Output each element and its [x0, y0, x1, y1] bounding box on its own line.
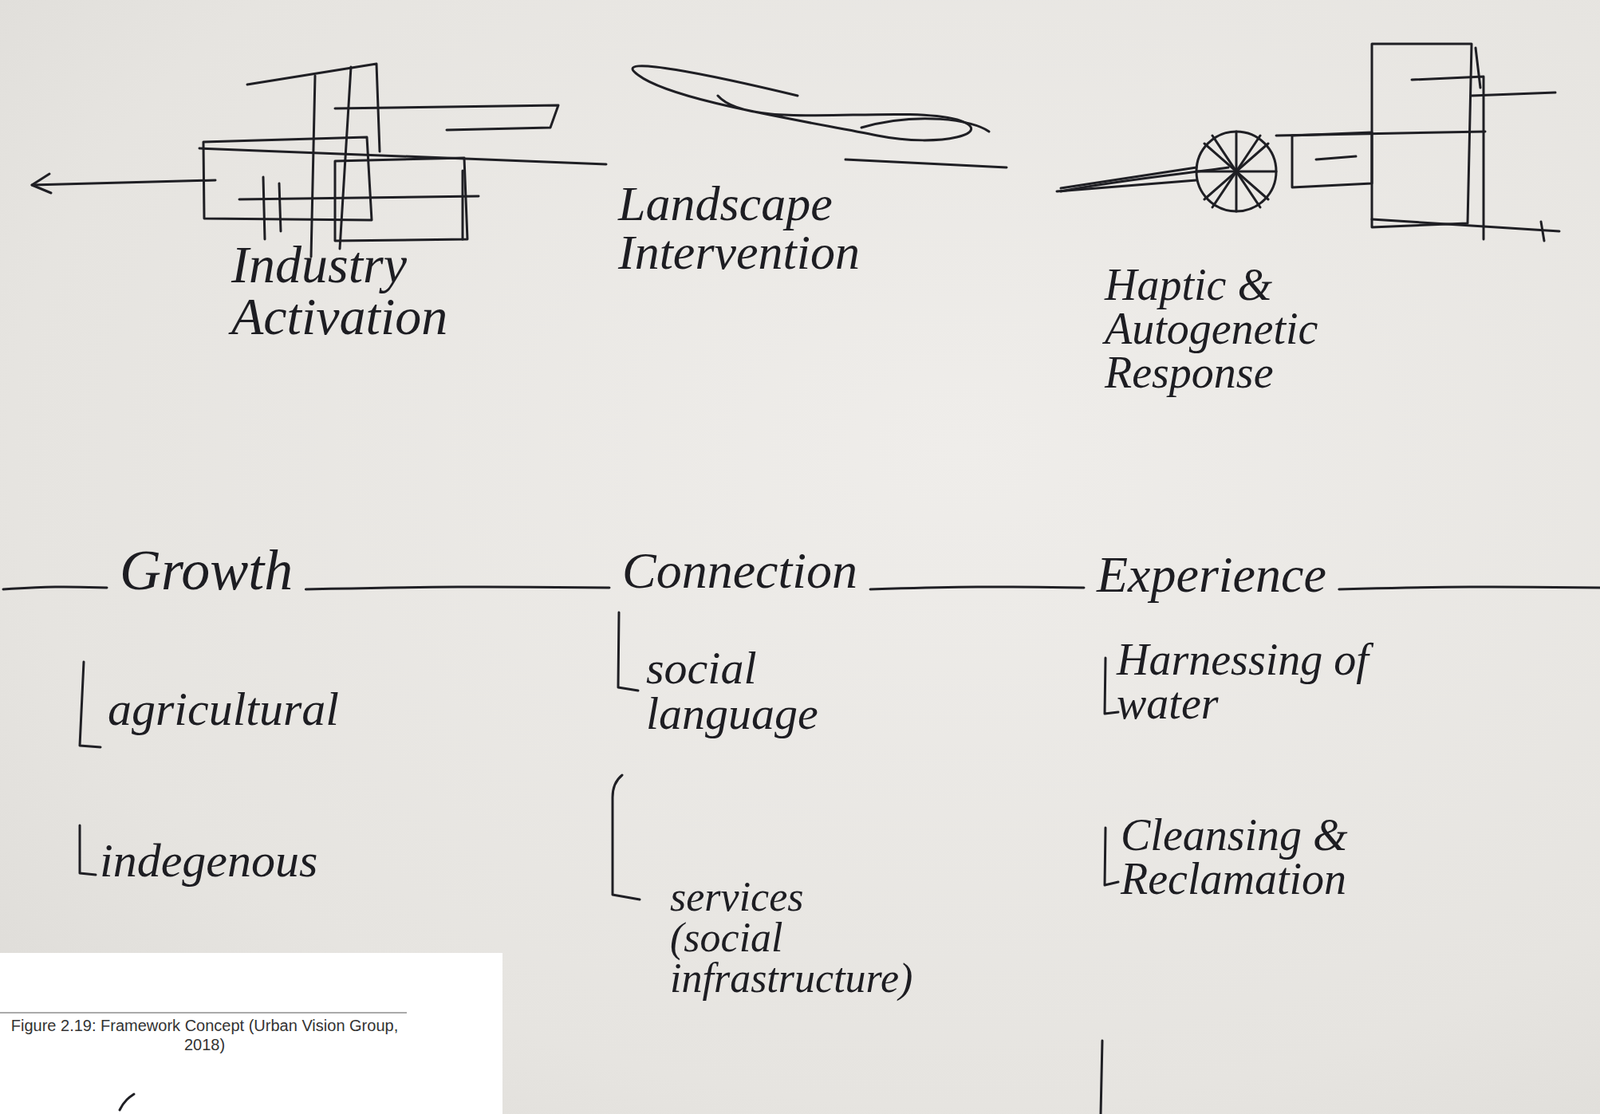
- theme-line-segment: [305, 587, 610, 590]
- industry-sketch-stroke: [31, 180, 216, 186]
- theme-label: Growth: [119, 542, 423, 600]
- sub-item: services (social infrastructure): [669, 877, 910, 1000]
- industry-sketch-stroke: [339, 66, 351, 249]
- figure-caption: Figure 2.19: Framework Concept (Urban Vi…: [3, 1016, 406, 1055]
- haptic-sketch-stroke: [1371, 219, 1560, 232]
- industry-sketch-stroke: [279, 183, 281, 232]
- bracket-stroke: [1104, 827, 1119, 886]
- industry-sketch: [31, 63, 607, 257]
- landscape-sketch-stroke: [632, 66, 972, 141]
- haptic-sketch-stroke: [1471, 92, 1556, 96]
- theme-line-segment: [3, 587, 107, 590]
- sub-item: agricultural: [107, 685, 443, 734]
- industry-sketch-stroke: [239, 196, 479, 200]
- theme-label: Experience: [1096, 550, 1416, 601]
- industry-sketch-stroke: [263, 177, 265, 240]
- haptic-sketch-stroke: [1316, 156, 1356, 160]
- bracket-stroke: [1100, 1040, 1103, 1114]
- bracket-stroke: [79, 825, 96, 875]
- haptic-sketch-stroke: [1411, 76, 1484, 240]
- haptic-sketch-stroke: [1212, 135, 1261, 208]
- landscape-sketch: [632, 66, 1229, 192]
- caption-patch: [0, 953, 503, 1114]
- concept-heading: Haptic & Autogenetic Response: [1104, 263, 1440, 395]
- concept-heading: Industry Activation: [231, 239, 567, 343]
- haptic-sketch-stroke: [1196, 131, 1277, 212]
- theme-line-segment: [870, 587, 1084, 590]
- sub-item: social language: [646, 646, 886, 737]
- landscape-sketch-stroke: [845, 159, 1007, 168]
- haptic-sketch-stroke: [1292, 132, 1372, 188]
- theme-line-segment: [1339, 587, 1600, 590]
- industry-sketch-stroke: [334, 105, 559, 131]
- haptic-sketch-stroke: [1475, 47, 1481, 88]
- caption-rule: [0, 1012, 407, 1014]
- landscape-sketch-stroke: [861, 118, 990, 132]
- industry-sketch-stroke: [461, 170, 465, 240]
- haptic-sketch-stroke: [1371, 43, 1472, 228]
- haptic-sketch: [1056, 43, 1560, 241]
- sub-item: Cleansing & Reclamation: [1120, 813, 1456, 902]
- bracket: [79, 612, 1119, 1114]
- bracket-stroke: [612, 775, 640, 900]
- theme-label: Connection: [622, 546, 942, 597]
- concept-heading: Landscape Intervention: [618, 179, 1033, 277]
- bracket-stroke: [1104, 658, 1119, 714]
- industry-sketch-stroke: [334, 157, 468, 241]
- industry-sketch-stroke: [199, 148, 607, 165]
- bracket-stroke: [618, 612, 639, 691]
- bracket-stroke: [119, 1094, 134, 1111]
- bracket-stroke: [79, 662, 101, 748]
- haptic-sketch-stroke: [1060, 167, 1197, 189]
- haptic-sketch-stroke: [1276, 131, 1486, 136]
- industry-sketch-stroke: [31, 173, 52, 194]
- haptic-sketch-stroke: [1540, 221, 1545, 241]
- haptic-sketch-stroke: [1212, 135, 1261, 208]
- sub-item: Harnessing of water: [1116, 638, 1388, 726]
- sub-item: indegenous: [99, 837, 435, 885]
- industry-sketch-stroke: [311, 75, 316, 257]
